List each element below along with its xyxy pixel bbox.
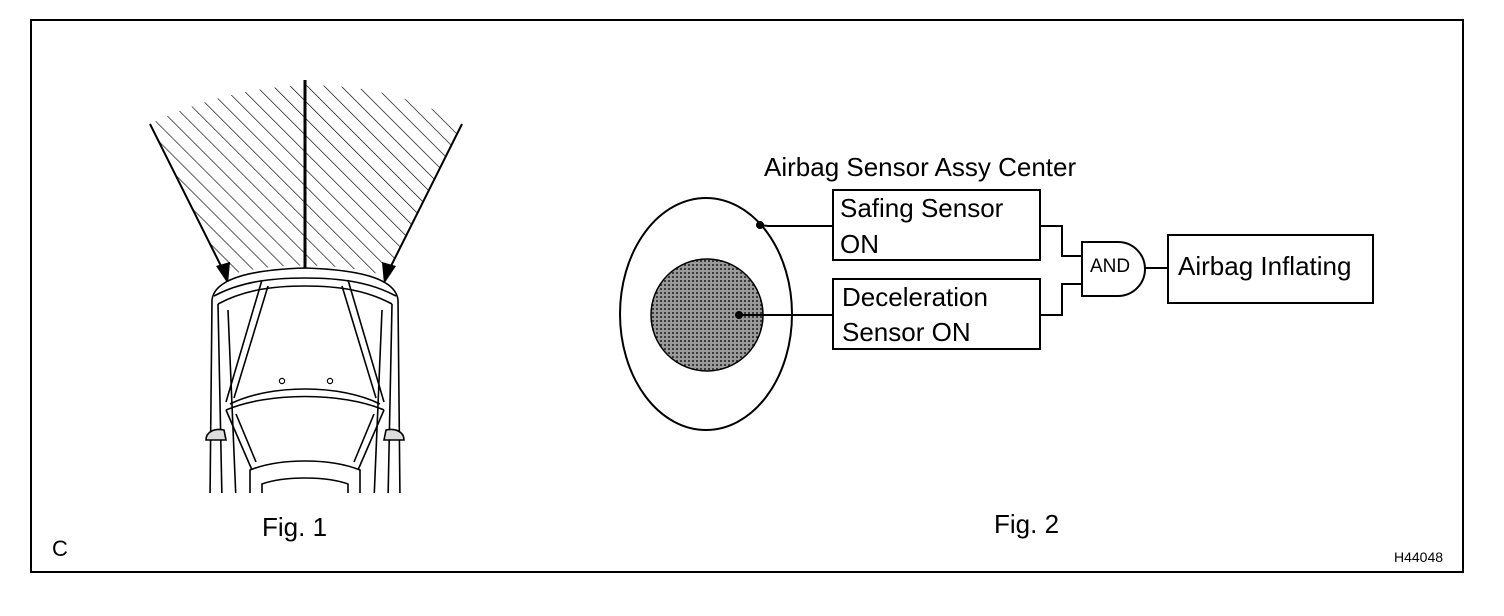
deceleration-sensor-label-line2: Sensor ON	[842, 317, 971, 347]
airbag-inflating-label: Airbag Inflating	[1178, 251, 1352, 281]
fig1-car-diagram	[149, 80, 463, 493]
safing-sensor-label-line2: ON	[840, 229, 879, 259]
left-boundary-arrow	[149, 123, 225, 273]
wire-safing-to-gate	[1040, 225, 1082, 257]
reference-code: H44048	[1394, 549, 1444, 565]
wire-safing	[759, 224, 833, 227]
washer-nozzle-left	[278, 377, 286, 385]
right-boundary-arrow	[387, 123, 463, 273]
and-gate-label: AND	[1090, 256, 1131, 277]
airbag-inflating-box	[1167, 234, 1374, 304]
fig2-caption: Fig. 2	[994, 509, 1060, 539]
fig2-logic-diagram	[619, 189, 1374, 431]
washer-nozzle-right	[326, 377, 334, 385]
deceleration-sensor-label-line1: Deceleration	[842, 282, 988, 312]
right-arrowhead	[382, 262, 396, 284]
fig1-caption: Fig. 1	[262, 512, 328, 542]
sensor-assy-title: Airbag Sensor Assy Center	[764, 152, 1077, 182]
corner-letter: C	[52, 536, 68, 561]
and-gate-symbol	[1081, 241, 1146, 297]
wire-deceleration-to-gate	[1040, 283, 1082, 316]
left-arrowhead	[216, 262, 230, 284]
safing-sensor-label-line1: Safing Sensor	[840, 193, 1004, 223]
car-body	[205, 267, 405, 493]
